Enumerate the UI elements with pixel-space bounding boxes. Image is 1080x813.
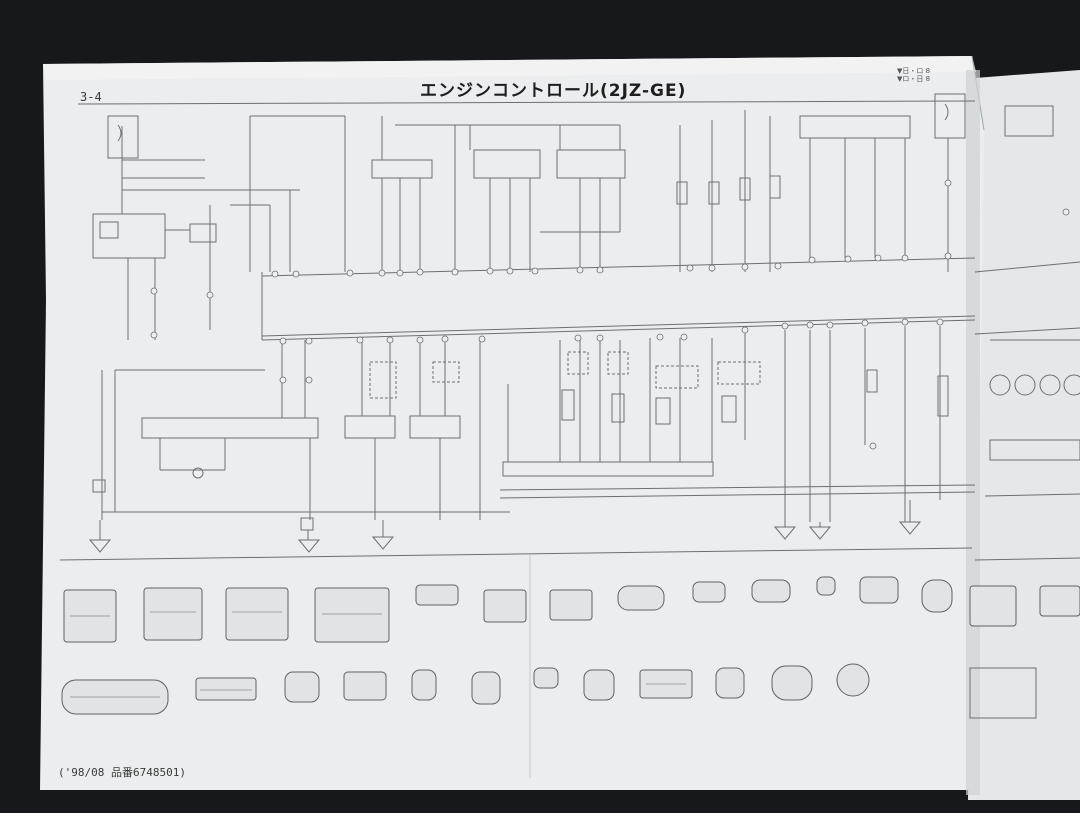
corner-tag: ▼日・ロ 8	[897, 67, 931, 75]
junction-connector	[502, 461, 714, 477]
right-page-sheet	[968, 70, 1080, 800]
page-number: 3-4	[80, 90, 102, 104]
footer-part-number: ('98/08 品番6748501)	[58, 766, 186, 779]
relay-box	[92, 213, 166, 259]
fuse-box-left	[107, 115, 139, 159]
sensor-box-2	[473, 149, 541, 179]
corner-tag: ▼ロ・日 8	[897, 75, 931, 83]
sensor-box-1	[371, 159, 433, 179]
ecu-box-left	[141, 417, 319, 439]
page-title: エンジンコントロール(2JZ-GE)	[420, 81, 687, 101]
sensor-box-3	[556, 149, 626, 179]
ecu-rail-lower	[261, 319, 976, 341]
